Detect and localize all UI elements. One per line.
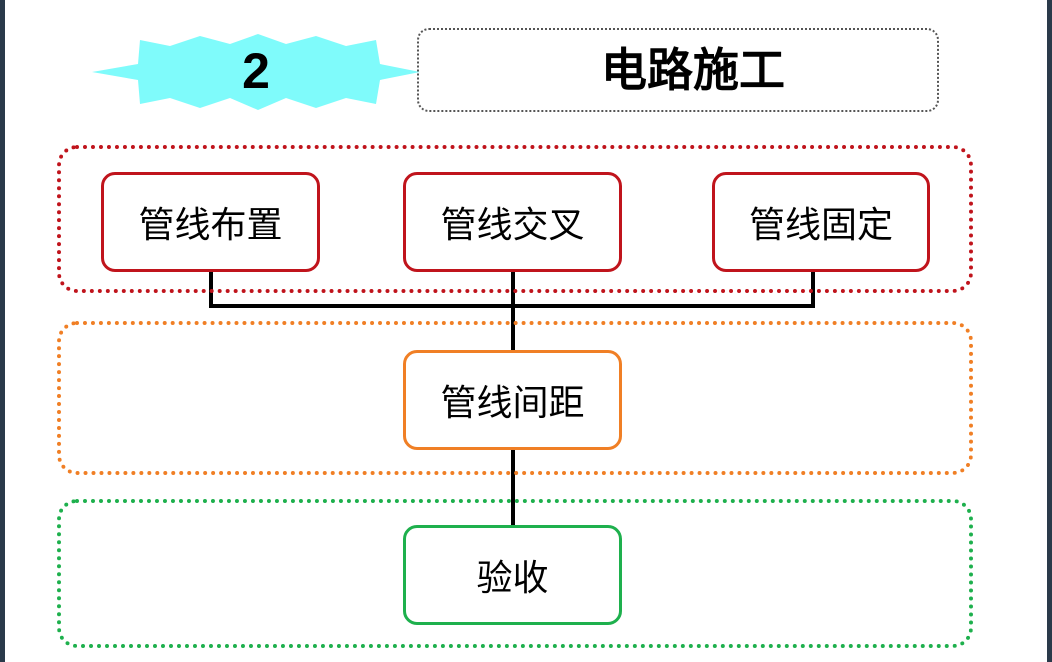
step-badge: 2	[88, 26, 428, 116]
page-title: 电路施工	[601, 43, 785, 97]
node-crossing: 管线交叉	[403, 172, 622, 272]
step-number: 2	[242, 43, 270, 99]
group-frame-middle	[57, 321, 973, 475]
left-border	[0, 0, 5, 662]
node-spacing: 管线间距	[403, 350, 622, 450]
right-border	[1047, 0, 1052, 662]
star-burst-icon	[92, 34, 420, 110]
node-fixing: 管线固定	[712, 172, 930, 272]
node-layout: 管线布置	[101, 172, 320, 272]
title-box: 电路施工	[417, 28, 939, 112]
group-frame-bottom	[57, 499, 973, 648]
group-frame-top	[57, 145, 973, 293]
node-acceptance: 验收	[403, 525, 622, 625]
